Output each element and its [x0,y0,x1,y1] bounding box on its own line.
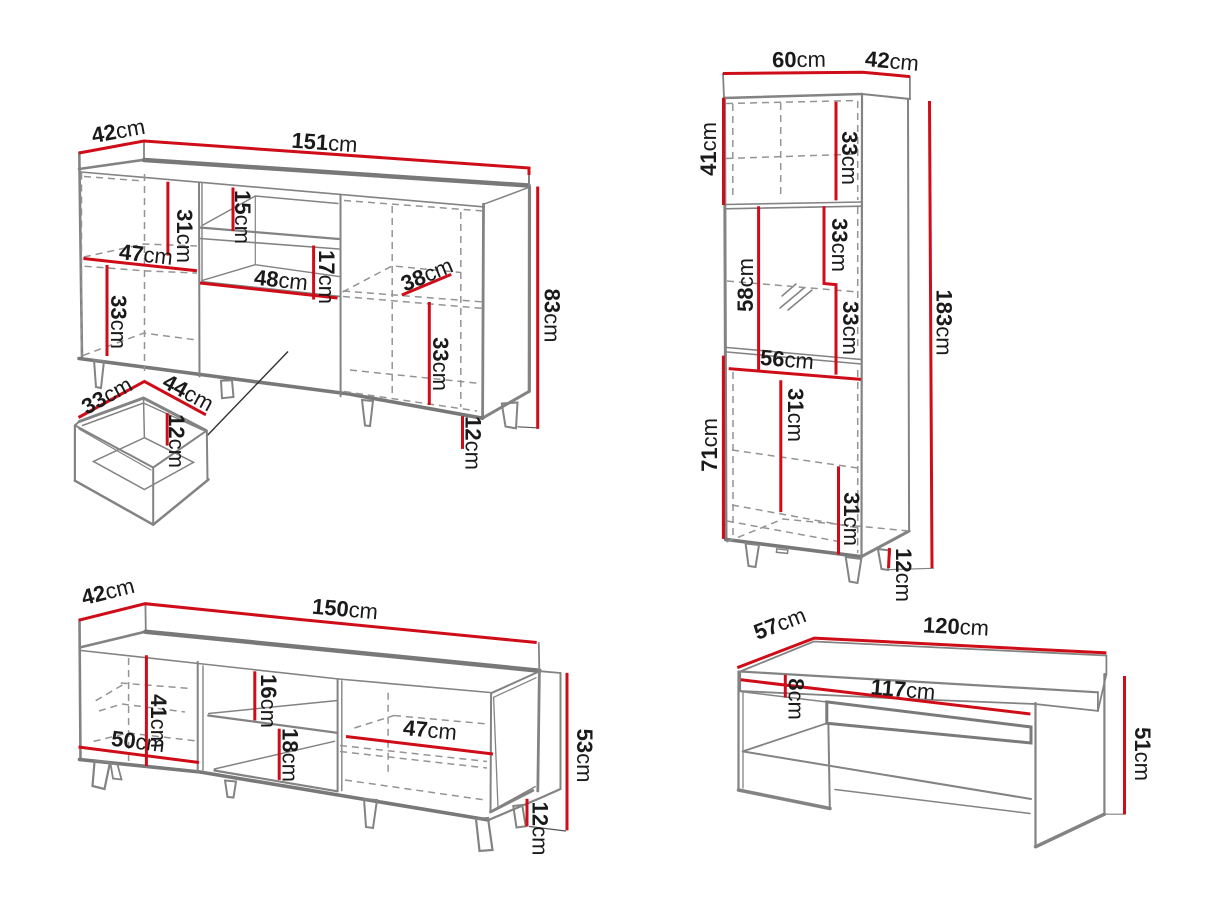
svg-text:71cm: 71cm [697,418,722,472]
svg-text:33cm: 33cm [106,295,131,349]
svg-text:33cm: 33cm [428,337,453,391]
svg-text:58cm: 58cm [733,258,758,312]
svg-text:41cm: 41cm [696,122,721,176]
svg-text:56cm: 56cm [759,345,815,374]
svg-text:47cm: 47cm [118,239,174,270]
svg-text:17cm: 17cm [314,250,339,304]
svg-text:57cm: 57cm [750,602,809,645]
svg-text:12cm: 12cm [891,548,916,602]
svg-text:33cm: 33cm [837,131,862,185]
svg-text:42cm: 42cm [90,114,147,148]
svg-text:83cm: 83cm [540,289,565,343]
svg-text:15cm: 15cm [230,190,255,244]
svg-text:151cm: 151cm [291,128,359,158]
svg-text:120cm: 120cm [922,612,989,640]
svg-text:150cm: 150cm [311,594,379,625]
svg-text:12cm: 12cm [528,802,553,856]
svg-text:31cm: 31cm [172,209,197,263]
svg-text:42cm: 42cm [864,46,920,76]
svg-text:47cm: 47cm [402,715,458,745]
svg-text:16cm: 16cm [256,674,281,728]
svg-text:53cm: 53cm [572,729,597,783]
svg-text:18cm: 18cm [278,728,303,782]
svg-text:38cm: 38cm [397,253,456,297]
svg-text:51cm: 51cm [1130,727,1155,781]
svg-text:117cm: 117cm [870,674,937,705]
svg-text:42cm: 42cm [79,573,137,610]
svg-text:183cm: 183cm [932,289,957,355]
svg-text:12cm: 12cm [164,414,189,468]
svg-text:8cm: 8cm [784,678,809,720]
svg-text:31cm: 31cm [783,388,808,442]
svg-text:31cm: 31cm [839,492,864,546]
svg-text:33cm: 33cm [838,301,863,355]
svg-text:41cm: 41cm [146,694,171,748]
svg-text:12cm: 12cm [461,416,486,470]
svg-text:60cm: 60cm [772,47,826,72]
svg-text:48cm: 48cm [253,265,309,295]
svg-text:33cm: 33cm [827,218,852,272]
